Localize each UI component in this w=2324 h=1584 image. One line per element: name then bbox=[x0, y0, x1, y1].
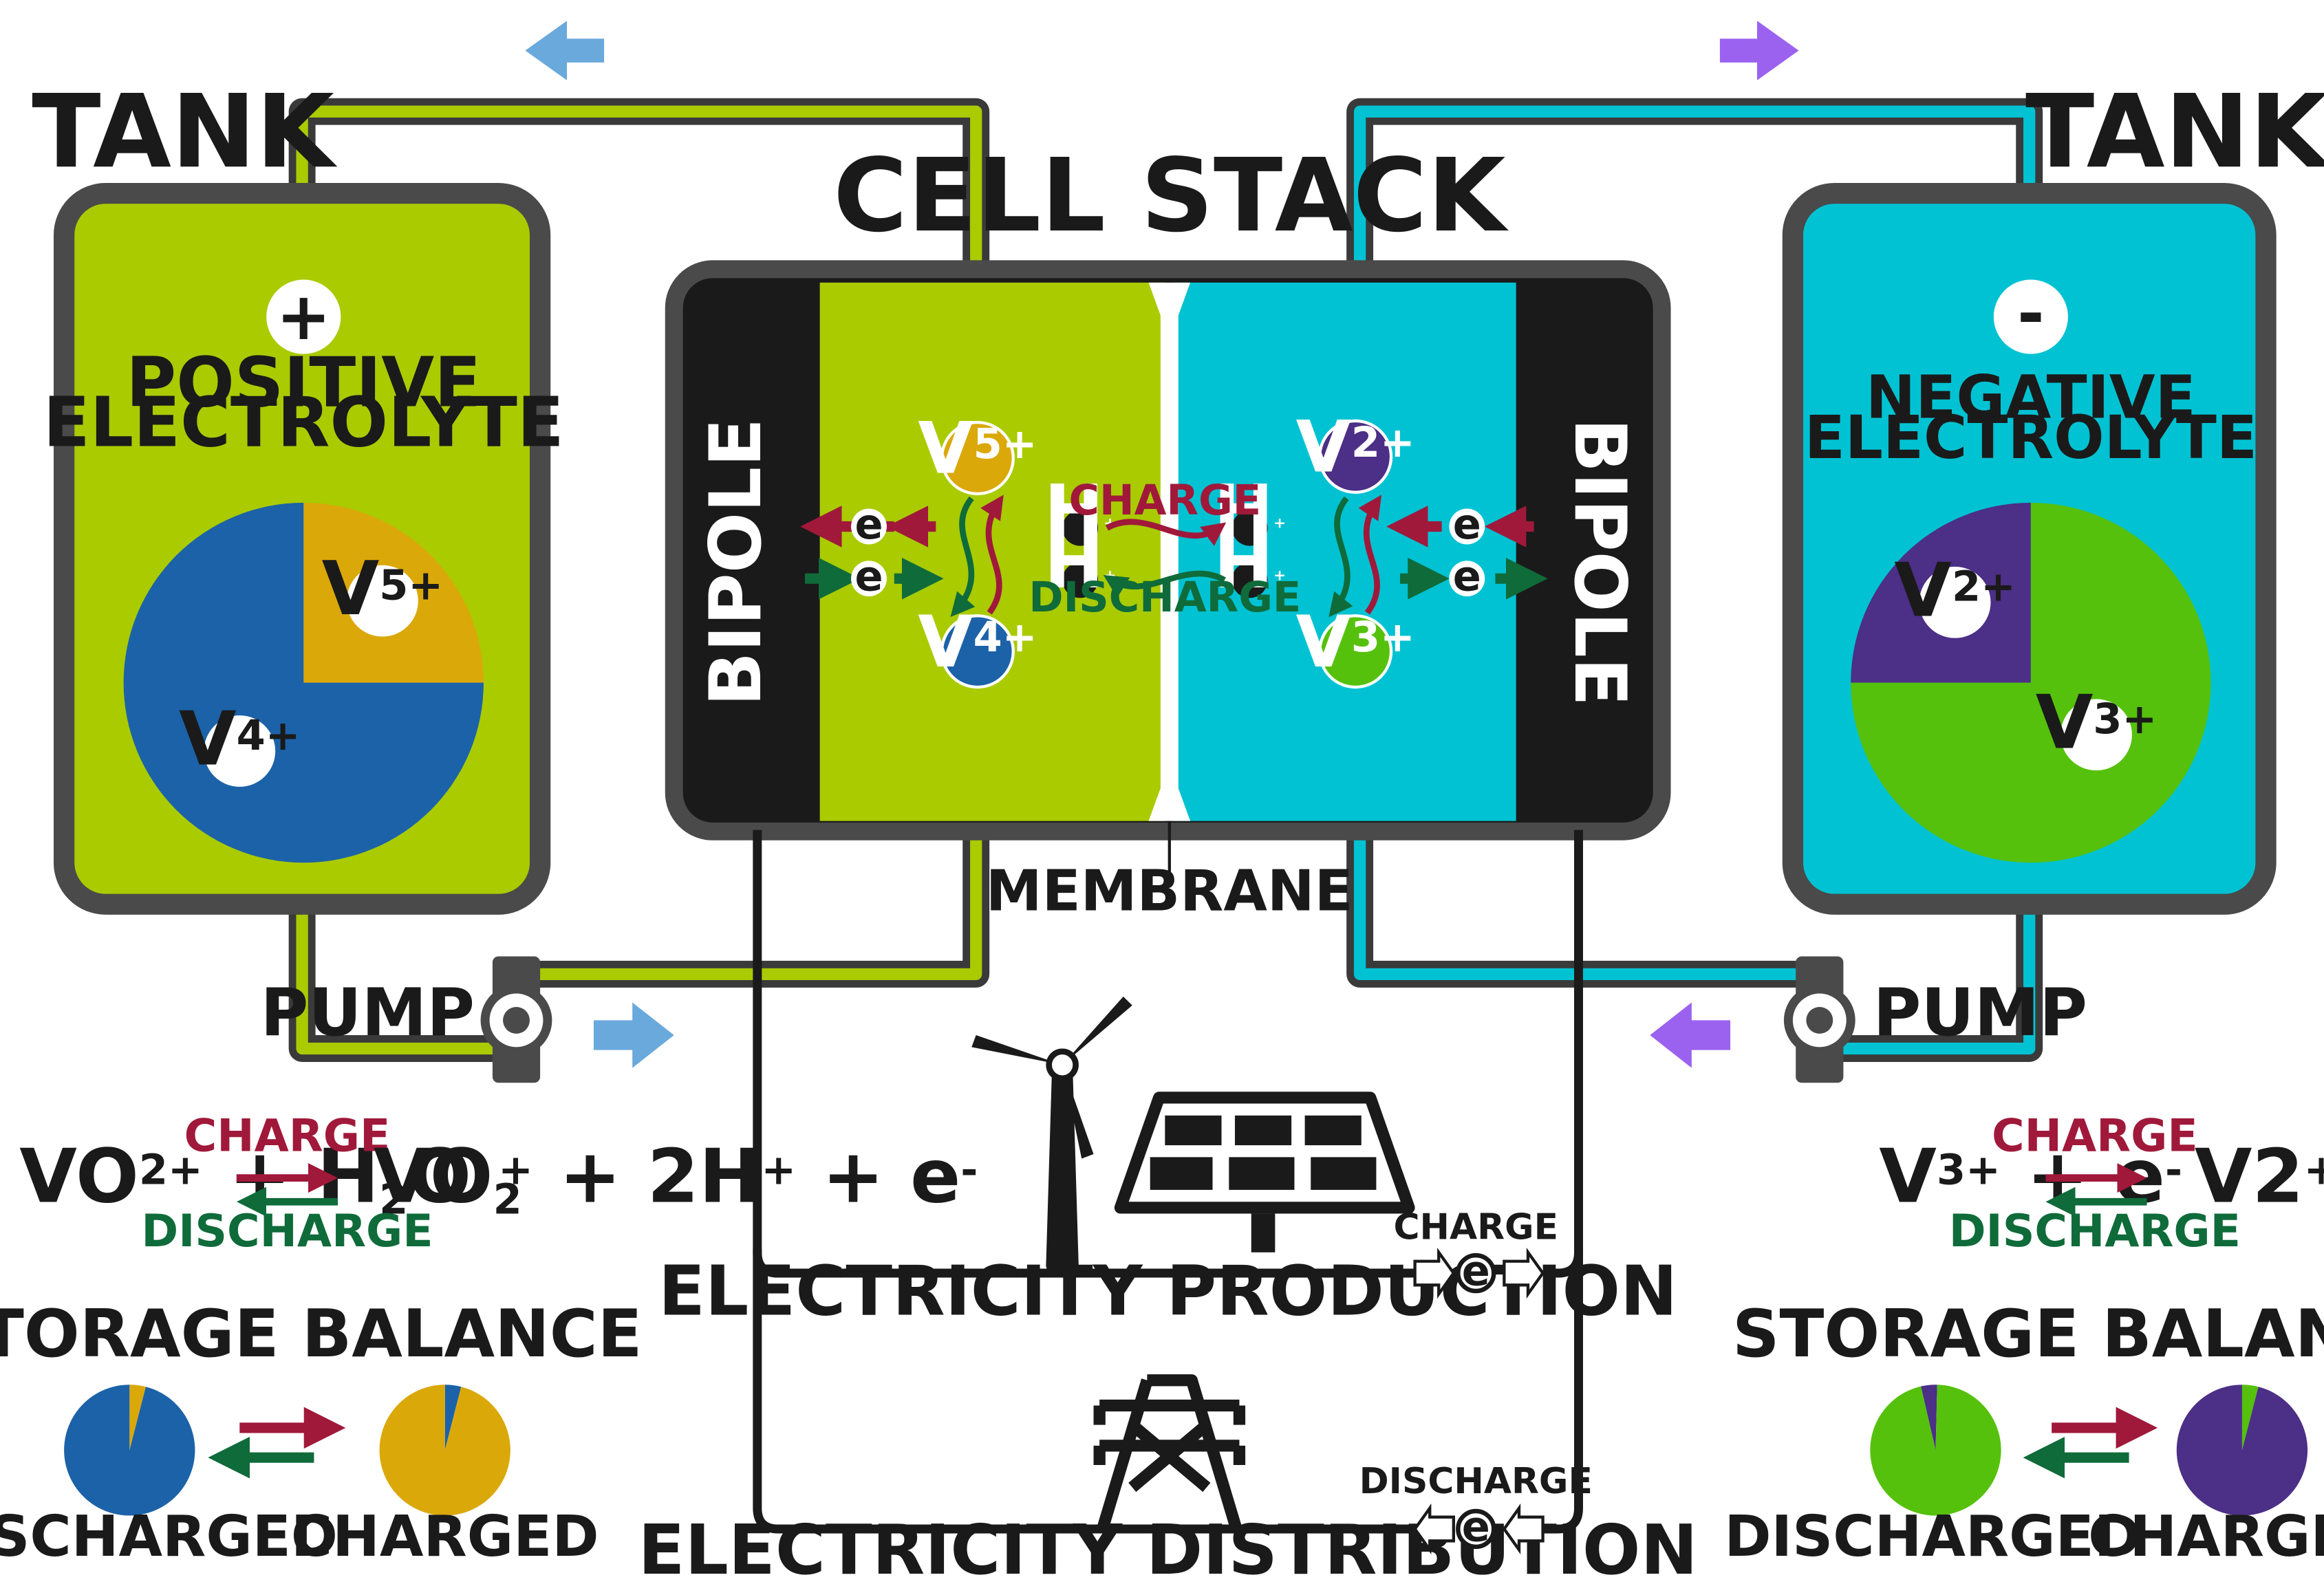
pie-slice-v3plus bbox=[2241, 1385, 2259, 1451]
left-pump-label: PUMP bbox=[261, 975, 475, 1051]
power-tower-icon bbox=[1093, 1374, 1246, 1531]
right-equation-lhs: V3+ + e- bbox=[1879, 1133, 2182, 1219]
right-equation: V3+ + e- CHARGE DISCHARGE V2+ bbox=[1879, 1111, 2324, 1257]
right-pump-label: PUMP bbox=[1873, 975, 2087, 1051]
flow-arrow-left-top bbox=[525, 21, 605, 80]
electron-icon bbox=[1449, 508, 1485, 545]
cell-stack: CELL STACK MEMBRANE BIPOLE BIPOLE V5+ V4… bbox=[665, 137, 1671, 924]
positive-label-1: POSITIVE bbox=[126, 343, 481, 422]
bipole-left: BIPOLE bbox=[695, 418, 777, 706]
svg-text:e: e bbox=[1453, 501, 1481, 549]
flow-arrow-left-bottom bbox=[593, 1002, 674, 1068]
stack-charge-label: CHARGE bbox=[1069, 477, 1262, 525]
svg-text:e: e bbox=[1453, 552, 1481, 600]
electron-icon bbox=[1449, 561, 1485, 597]
right-charged-pie bbox=[2176, 1385, 2308, 1516]
left-eq-discharge: DISCHARGE bbox=[141, 1206, 433, 1257]
electron-icon bbox=[851, 508, 887, 545]
tank-label-v2: V2+ bbox=[1894, 547, 2016, 633]
pump-icon bbox=[503, 1006, 530, 1034]
solar-panel-icon bbox=[1114, 1092, 1415, 1252]
electron-icon bbox=[851, 561, 887, 597]
left-storage-title: STORAGE BALANCE bbox=[0, 1297, 643, 1372]
tank-label-v5: V5+ bbox=[322, 546, 444, 632]
right-eq-discharge: DISCHARGE bbox=[1949, 1206, 2241, 1257]
pipes bbox=[288, 98, 2043, 1062]
negative-label-1: NEGATIVE bbox=[1866, 364, 2196, 433]
electron-icon bbox=[1456, 1508, 1496, 1550]
pie-slice-v4plus bbox=[64, 1385, 195, 1516]
right-storage-title: STORAGE BALANCE bbox=[1732, 1297, 2324, 1372]
pie-slice-v3plus bbox=[1851, 502, 2211, 863]
left-pump: PUMP bbox=[261, 956, 552, 1083]
pie-slice-v2plus bbox=[2176, 1385, 2308, 1516]
left-eq-charge: CHARGE bbox=[184, 1111, 391, 1162]
grid-discharge-label: DISCHARGE bbox=[1359, 1461, 1593, 1502]
pie-slice-v5plus bbox=[379, 1385, 510, 1516]
right-eq-charge: CHARGE bbox=[1992, 1111, 2198, 1162]
minus-icon bbox=[1993, 279, 2068, 354]
positive-sign: + bbox=[276, 279, 331, 355]
discharge-connector: DISCHARGE e bbox=[1359, 1461, 1593, 1555]
right-discharged-label: DISCHARGED bbox=[1724, 1504, 2141, 1570]
svg-text:e: e bbox=[854, 552, 883, 600]
negative-tank: TANK - NEGATIVE ELECTROLYTE V2+ V3+ bbox=[1782, 73, 2324, 915]
tank-label-v3: V3+ bbox=[2036, 680, 2158, 766]
pie-slice-v2plus bbox=[1921, 1385, 1937, 1451]
right-tank-title: TANK bbox=[2025, 73, 2324, 191]
left-discharged-label: DISCHARGED bbox=[0, 1504, 338, 1570]
membrane-label: MEMBRANE bbox=[986, 858, 1353, 924]
stack-ion-v5: V5+ bbox=[918, 408, 1037, 490]
right-charged-label: CHARGED bbox=[2088, 1504, 2324, 1570]
stack-discharge-label: DISCHARGE bbox=[1029, 574, 1301, 622]
pump-icon bbox=[1806, 1006, 1833, 1034]
left-charged-label: CHARGED bbox=[291, 1504, 599, 1570]
flow-arrow-right-bottom bbox=[1650, 1002, 1731, 1068]
positive-tank: TANK + POSITIVE ELECTROLYTE V5+ V4+ bbox=[32, 73, 564, 915]
cell-stack-title: CELL STACK bbox=[833, 137, 1509, 254]
left-equation: VO2+ + H2O CHARGE DISCHARGE VO2+ + 2H+ +… bbox=[19, 1111, 978, 1257]
pie-slice-v3plus bbox=[1870, 1385, 2001, 1516]
left-tank-title: TANK bbox=[32, 73, 338, 191]
flow-arrow-right-top bbox=[1719, 21, 1799, 80]
negative-label-2: ELECTROLYTE bbox=[1805, 404, 2257, 473]
left-charged-pie bbox=[379, 1385, 510, 1516]
left-storage-balance: STORAGE BALANCE DISCHARGED CHARGED bbox=[0, 1297, 643, 1570]
bipole-right: BIPOLE bbox=[1558, 418, 1641, 706]
negative-sign: - bbox=[2017, 276, 2044, 352]
charge-connector: CHARGE e bbox=[1393, 1206, 1558, 1299]
left-discharged-pie bbox=[64, 1385, 195, 1516]
left-equation-rhs: VO2+ + 2H+ + e- bbox=[374, 1133, 978, 1224]
right-pump: PUMP bbox=[1783, 956, 2087, 1083]
electric-circuit bbox=[753, 829, 1583, 1534]
right-storage-balance: STORAGE BALANCE DISCHARGED CHARGED bbox=[1724, 1297, 2324, 1570]
electron-icon bbox=[1456, 1252, 1496, 1294]
right-discharged-pie bbox=[1870, 1385, 2001, 1516]
grid-charge-label: CHARGE bbox=[1393, 1206, 1558, 1248]
wind-turbine-icon bbox=[971, 996, 1132, 1268]
pie-slice-v5plus bbox=[129, 1385, 146, 1451]
svg-text:e: e bbox=[854, 501, 883, 549]
proton-icon: H+ bbox=[1044, 522, 1117, 605]
stack-ion-v2: V2+ bbox=[1296, 406, 1415, 488]
plus-icon bbox=[266, 279, 341, 354]
svg-text:e: e bbox=[1462, 1503, 1490, 1551]
tank-label-v4: V4+ bbox=[179, 696, 301, 782]
pie-slice-v4plus bbox=[444, 1385, 462, 1451]
right-equation-rhs: V2+ bbox=[2195, 1133, 2324, 1219]
positive-tank-pie bbox=[123, 502, 484, 863]
membrane bbox=[1148, 282, 1191, 821]
positive-label-2: ELECTROLYTE bbox=[43, 384, 564, 463]
svg-text:e: e bbox=[1462, 1247, 1490, 1295]
